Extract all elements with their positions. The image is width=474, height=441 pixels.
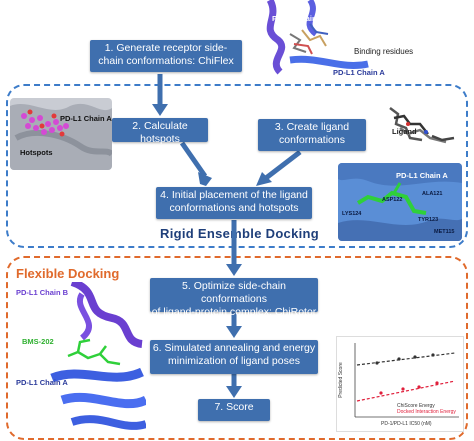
score-plot-graphic [354, 343, 459, 418]
arrow-2-4 [179, 141, 208, 178]
step-5-line-2: of ligand-protein complex: ChiRotor [151, 306, 317, 318]
flexible-docking-title: Flexible Docking [16, 266, 120, 281]
docked-surface-graphic [338, 163, 462, 241]
step-1-box: 1. Generate receptor side- chain conform… [90, 40, 242, 72]
step-6-line-1: 6. Simulated annealing and energy [152, 342, 316, 354]
ligand-label: Ligand [392, 127, 417, 136]
score-plot: PD-1/PD-L1 IC50 (nM) Predicted Score Chi… [336, 336, 464, 432]
rigid-docking-region [6, 84, 468, 248]
step-2-line-1: 2. Calculate hotspots [132, 120, 188, 145]
step-2-box: 2. Calculate hotspots [112, 118, 208, 145]
top-chain-a-label: PD-L1 Chain A [333, 68, 385, 77]
step-3-box: 3. Create ligand conformations [258, 119, 366, 151]
flexible-docking-region [6, 256, 468, 440]
plot-ylabel: Predicted Score [337, 362, 344, 398]
flex-chain-a-label: PD-L1 Chain A [16, 378, 68, 387]
hotspot-chain-a-label: PD-L1 Chain A [60, 114, 112, 123]
arrow-3-4 [264, 150, 302, 180]
step-4-line-2: conformations and hotspots [169, 202, 299, 214]
step-1-line-1: 1. Generate receptor side- [104, 42, 228, 54]
top-chain-b-label: PD-L1 Chain B [272, 14, 325, 23]
residue-label-5: MET115 [434, 229, 455, 235]
flex-ligand-label: BMS-202 [22, 337, 54, 346]
flexible-ribbon-graphic [50, 282, 146, 430]
hotspot-surface-graphic [10, 98, 112, 170]
residue-label-2: ASP122 [382, 197, 403, 203]
surface-chain-a-label: PD-L1 Chain A [396, 171, 448, 180]
step-3-line-1: 3. Create ligand [274, 121, 350, 133]
flexible-complex-image: PD-L1 Chain B BMS-202 PD-L1 Chain A [12, 282, 146, 432]
receptor-ribbon-graphic [266, 0, 369, 75]
step-4-line-1: 4. Initial placement of the ligand [160, 189, 308, 201]
binding-residues-label: Binding residues [354, 47, 414, 56]
residue-label-1: ALA121 [422, 191, 443, 197]
step-7-line-1: 7. Score [214, 401, 254, 413]
step-4-box: 4. Initial placement of the ligand confo… [156, 187, 312, 219]
plot-xlabel: PD-1/PD-L1 IC50 (nM) [381, 421, 432, 427]
hotspots-label: Hotspots [20, 148, 53, 157]
plot-legend-1: ChiScore Energy [397, 403, 435, 409]
step-6-box: 6. Simulated annealing and energy minimi… [150, 340, 318, 374]
step-3-line-2: conformations [279, 134, 345, 146]
docked-surface-image: PD-L1 Chain A ALA121 ASP122 LYS124 TYR12… [338, 163, 462, 241]
ligand-stick-graphic [389, 107, 455, 144]
step-6-line-2: minimization of ligand poses [168, 355, 300, 367]
flex-chain-b-label: PD-L1 Chain B [16, 288, 69, 297]
hotspot-surface-image: PD-L1 Chain A Hotspots [10, 98, 112, 170]
step-1-line-2: chain conformations: ChiFlex [98, 55, 234, 67]
step-5-box: 5. Optimize side-chain conformations of … [150, 278, 318, 318]
rigid-docking-title: Rigid Ensemble Docking [160, 226, 320, 241]
plot-legend-2: Docked Interaction Energy [397, 409, 456, 415]
residue-label-4: TYR123 [418, 217, 439, 223]
residue-label-3: LYS124 [342, 211, 362, 217]
step-5-line-1: 5. Optimize side-chain conformations [182, 280, 286, 305]
receptor-structure-image: PD-L1 Chain B [250, 0, 370, 80]
ligand-conformations-image: Ligand [382, 98, 462, 158]
step-7-box: 7. Score [198, 399, 270, 421]
